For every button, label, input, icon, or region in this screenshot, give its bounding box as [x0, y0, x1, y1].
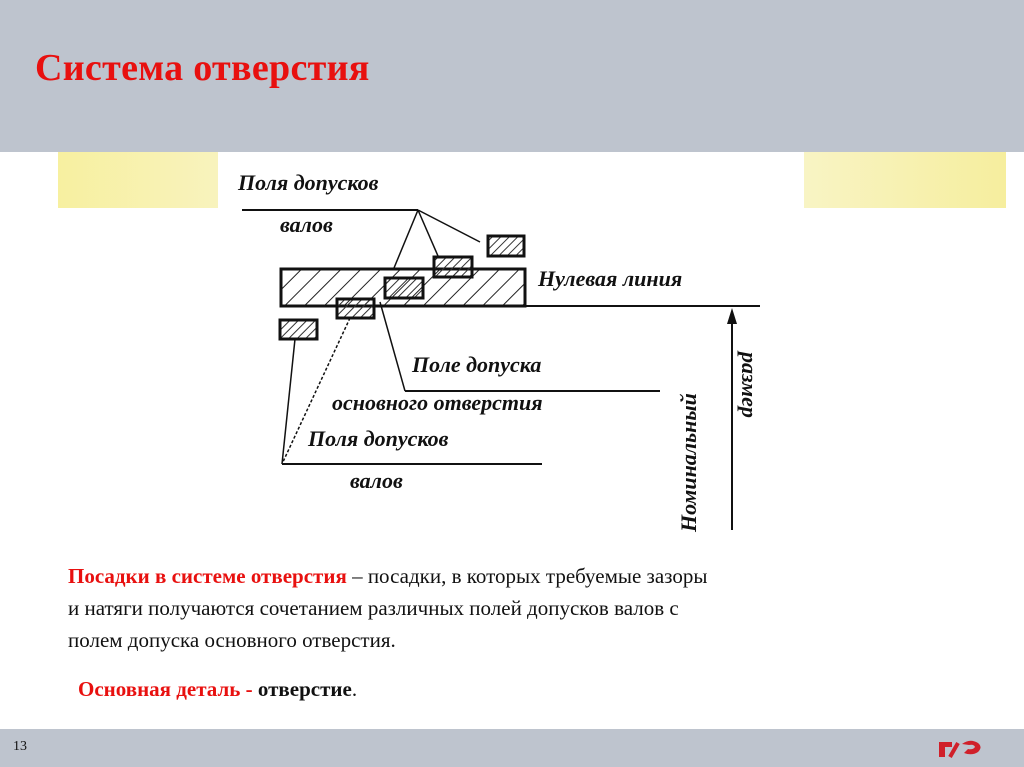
- label-shaft-fields-bottom-2: валов: [350, 468, 403, 493]
- main-detail-value: отверстие: [257, 677, 352, 701]
- definition-line-2: и натяги получаются сочетанием различных…: [68, 596, 679, 620]
- slide-header: Система отверстия: [0, 0, 1024, 152]
- hole-system-diagram: Поля допусков валов Нулевая линия Поле д…: [220, 152, 800, 532]
- main-detail-statement: Основная деталь - отверстие.: [78, 677, 357, 702]
- decorative-band-right: [804, 152, 1006, 208]
- rzd-logo-icon: [939, 740, 981, 758]
- label-size: размер: [737, 352, 762, 418]
- label-nominal: Номинальный: [676, 393, 701, 532]
- main-detail-end: .: [351, 677, 358, 701]
- slide-title: Система отверстия: [35, 47, 370, 89]
- main-detail-label: Основная деталь -: [78, 677, 258, 701]
- label-zero-line: Нулевая линия: [538, 266, 683, 291]
- label-shaft-fields-bottom: Поля допусков: [308, 426, 449, 451]
- label-hole-field: Поле допуска: [412, 352, 542, 377]
- definition-rest: – посадки, в которых требуемые зазоры: [346, 564, 708, 588]
- slide-footer: 13: [0, 729, 1024, 767]
- definition-paragraph: Посадки в системе отверстия – посадки, в…: [68, 560, 968, 656]
- definition-term: Посадки в системе отверстия: [68, 564, 347, 588]
- decorative-band-left: [58, 152, 218, 208]
- label-shaft-fields-top: Поля допусков: [238, 170, 379, 195]
- page-number: 13: [13, 739, 27, 754]
- diagram-drawing: [242, 209, 760, 530]
- label-hole-field-2: основного отверстия: [332, 390, 543, 415]
- label-shaft-fields-top-2: валов: [280, 212, 333, 237]
- definition-line-3: полем допуска основного отверстия.: [68, 628, 396, 652]
